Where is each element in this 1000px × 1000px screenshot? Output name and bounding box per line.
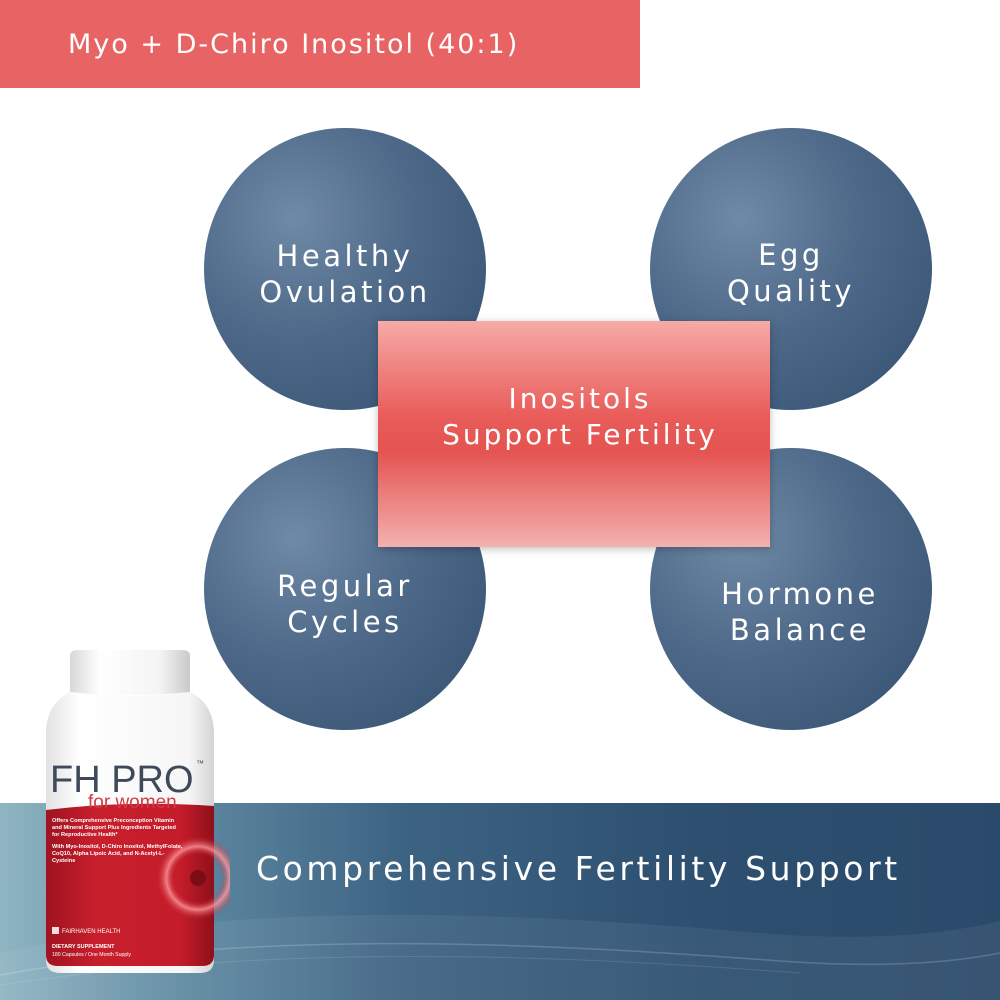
product-subtitle: for women xyxy=(88,792,177,813)
product-count-label: 180 Capsules / One Month Supply xyxy=(52,952,131,958)
maker-logo-icon xyxy=(52,927,59,934)
benefit-label: Healthy Ovulation xyxy=(259,239,431,309)
benefit-label: Hormone Balance xyxy=(721,577,879,647)
product-brand: FH PRO xyxy=(50,759,194,801)
header-title: Myo + D-Chiro Inositol (40:1) xyxy=(68,28,520,60)
benefit-circle-healthy-ovulation: Healthy Ovulation xyxy=(204,128,486,410)
product-supplement-label: DIETARY SUPPLEMENT xyxy=(52,944,115,950)
product-trademark: ™ xyxy=(196,759,204,768)
center-label: Inositols Support Fertility xyxy=(442,382,718,451)
product-bullet: With Myo-Inositol, D-Chiro Inositol, Met… xyxy=(52,844,183,864)
benefit-label: Egg Quality xyxy=(726,238,856,308)
product-bullet: Offers Comprehensive Preconception Vitam… xyxy=(52,818,176,838)
product-maker: FAIRHAVEN HEALTH xyxy=(62,929,120,935)
benefit-label: Regular Cycles xyxy=(277,569,413,639)
center-box: Inositols Support Fertility xyxy=(378,321,770,547)
header-banner: Myo + D-Chiro Inositol (40:1) xyxy=(0,0,640,88)
footer-tagline: Comprehensive Fertility Support xyxy=(256,849,901,888)
product-bottle-image: FH PRO ™ for women Offers Comprehensive … xyxy=(46,650,230,973)
